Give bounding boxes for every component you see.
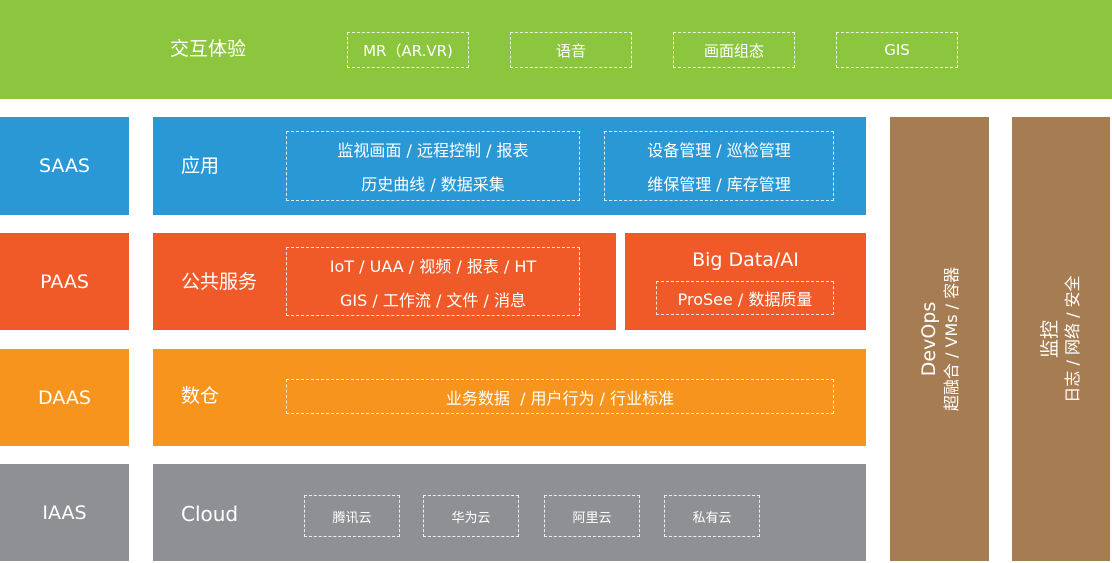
- cloud-item-tencent: 腾讯云: [304, 495, 400, 537]
- cloud-item-huawei: 华为云: [423, 495, 519, 537]
- paas-layer: 公共服务 IoT / UAA / 视频 / 报表 / HT GIS / 工作流 …: [153, 233, 616, 330]
- interaction-item-mr: MR（AR.VR): [347, 32, 469, 68]
- daas-label: DAAS: [38, 386, 91, 409]
- saas-group-monitoring: 监视画面 / 远程控制 / 报表 历史曲线 / 数据采集: [286, 131, 580, 201]
- paas-tag: PAAS: [0, 233, 129, 330]
- interaction-item-gis: GIS: [836, 32, 958, 68]
- daas-layer: 数仓 业务数据 / 用户行为 / 行业标准: [153, 349, 866, 446]
- cloud-item-private: 私有云: [664, 495, 760, 537]
- interaction-label: 交互体验: [170, 38, 247, 60]
- iaas-layer: Cloud 腾讯云 华为云 阿里云 私有云: [153, 464, 866, 561]
- devops-title: DevOps: [917, 301, 940, 377]
- paas-group1-line2: GIS / 工作流 / 文件 / 消息: [340, 290, 526, 310]
- monitor-column: 监控 日志 / 网络 / 安全: [1012, 117, 1110, 561]
- paas-service-label: 公共服务: [181, 271, 258, 293]
- iaas-cloud-label: Cloud: [181, 502, 239, 526]
- paas-label: PAAS: [40, 270, 89, 293]
- saas-group-management: 设备管理 / 巡检管理 维保管理 / 库存管理: [604, 131, 834, 201]
- cloud-item-aliyun: 阿里云: [544, 495, 640, 537]
- saas-group2-line1: 设备管理 / 巡检管理: [647, 141, 791, 160]
- paas-group1-line1: IoT / UAA / 视频 / 报表 / HT: [329, 256, 537, 276]
- daas-tag: DAAS: [0, 349, 129, 446]
- interaction-item-config: 画面组态: [673, 32, 795, 68]
- devops-column: DevOps 超融合 / VMs / 容器: [890, 117, 989, 561]
- monitor-text: 监控 日志 / 网络 / 安全: [1039, 275, 1083, 402]
- iaas-label: IAAS: [42, 501, 87, 524]
- devops-text: DevOps 超融合 / VMs / 容器: [918, 267, 962, 411]
- daas-item: 业务数据 / 用户行为 / 行业标准: [286, 379, 834, 414]
- monitor-subtitle: 日志 / 网络 / 安全: [1062, 275, 1082, 403]
- bigdata-title: Big Data/AI: [692, 249, 799, 271]
- paas-group-services: IoT / UAA / 视频 / 报表 / HT GIS / 工作流 / 文件 …: [286, 247, 580, 316]
- interaction-item-voice: 语音: [510, 32, 632, 68]
- saas-group1-line2: 历史曲线 / 数据采集: [361, 175, 505, 194]
- saas-layer: 应用 监视画面 / 远程控制 / 报表 历史曲线 / 数据采集 设备管理 / 巡…: [153, 117, 866, 215]
- paas-bigdata-block: Big Data/AI ProSee / 数据质量: [625, 233, 866, 330]
- saas-tag: SAAS: [0, 117, 129, 215]
- saas-app-label: 应用: [181, 155, 220, 177]
- monitor-title: 监控: [1039, 319, 1062, 359]
- saas-group1-line1: 监视画面 / 远程控制 / 报表: [337, 141, 529, 160]
- saas-group2-line2: 维保管理 / 库存管理: [647, 175, 791, 194]
- interaction-layer: 交互体验 MR（AR.VR) 语音 画面组态 GIS: [0, 0, 1112, 99]
- iaas-tag: IAAS: [0, 464, 129, 561]
- saas-label: SAAS: [39, 155, 90, 177]
- bigdata-item: ProSee / 数据质量: [656, 281, 834, 315]
- devops-subtitle: 超融合 / VMs / 容器: [941, 266, 961, 412]
- daas-warehouse-label: 数仓: [181, 385, 220, 407]
